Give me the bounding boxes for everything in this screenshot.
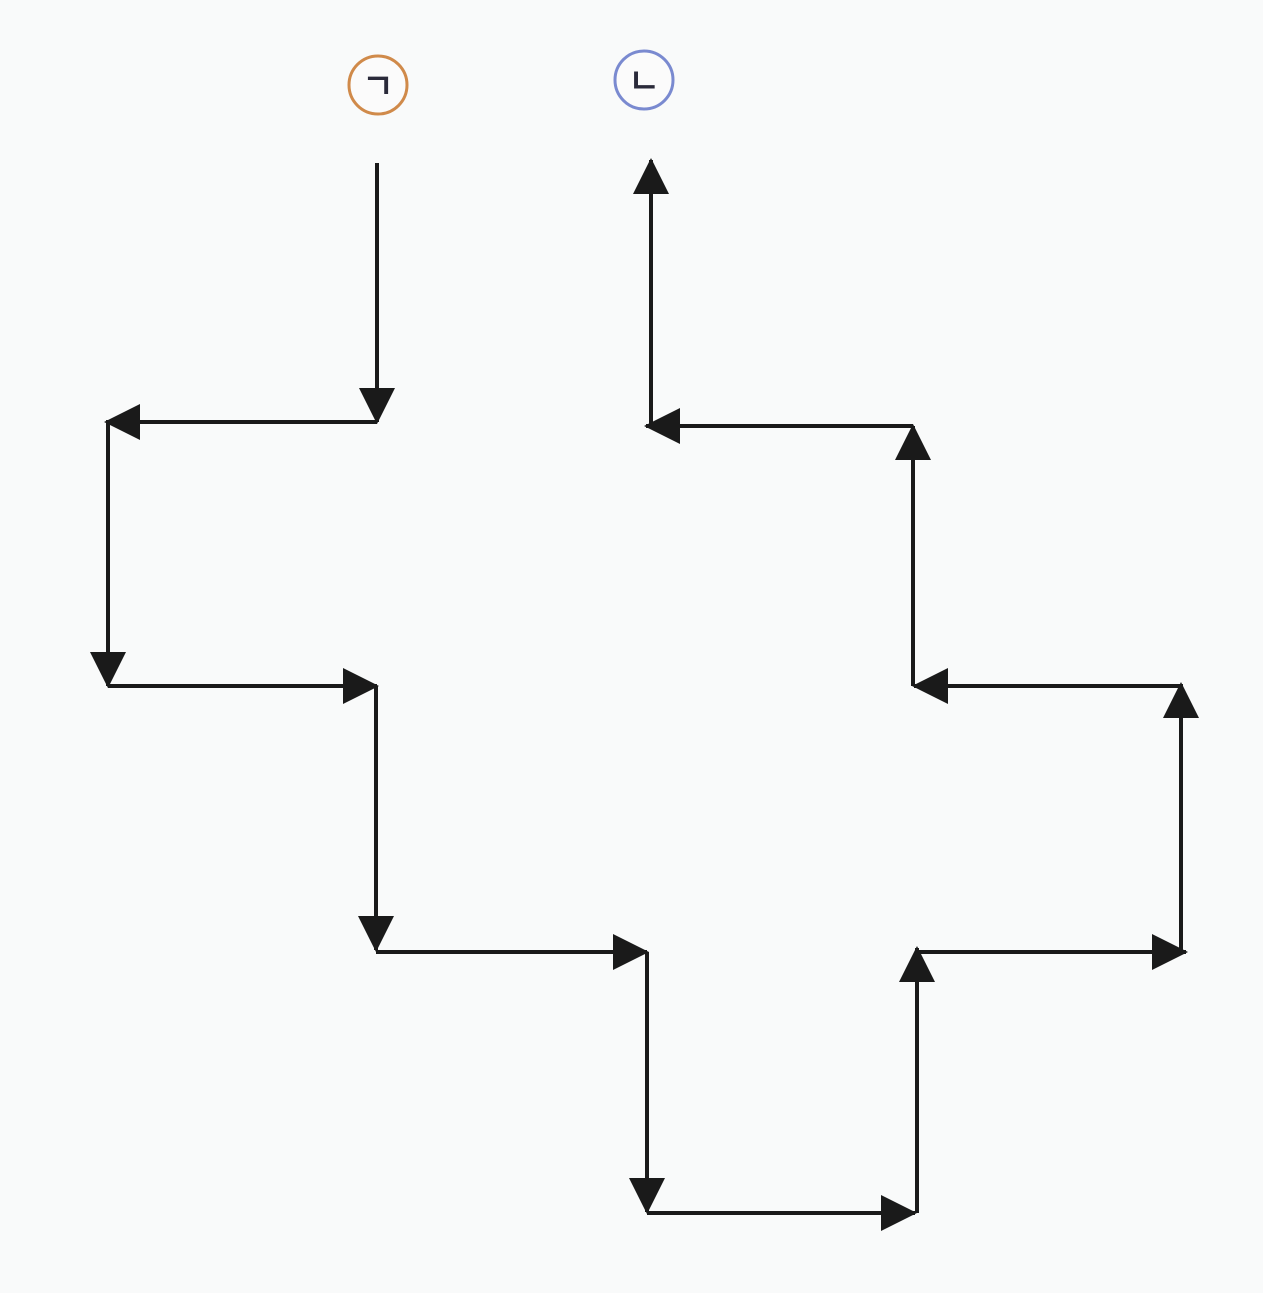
- start-label-text: ㄱ: [362, 67, 393, 107]
- end-label-ring: [613, 49, 675, 111]
- path-arrows: [90, 158, 1199, 1231]
- end-label: ㄴ: [613, 49, 675, 111]
- start-label-ring: [347, 54, 409, 116]
- end-label-text: ㄴ: [628, 62, 659, 102]
- start-label: ㄱ: [347, 54, 409, 116]
